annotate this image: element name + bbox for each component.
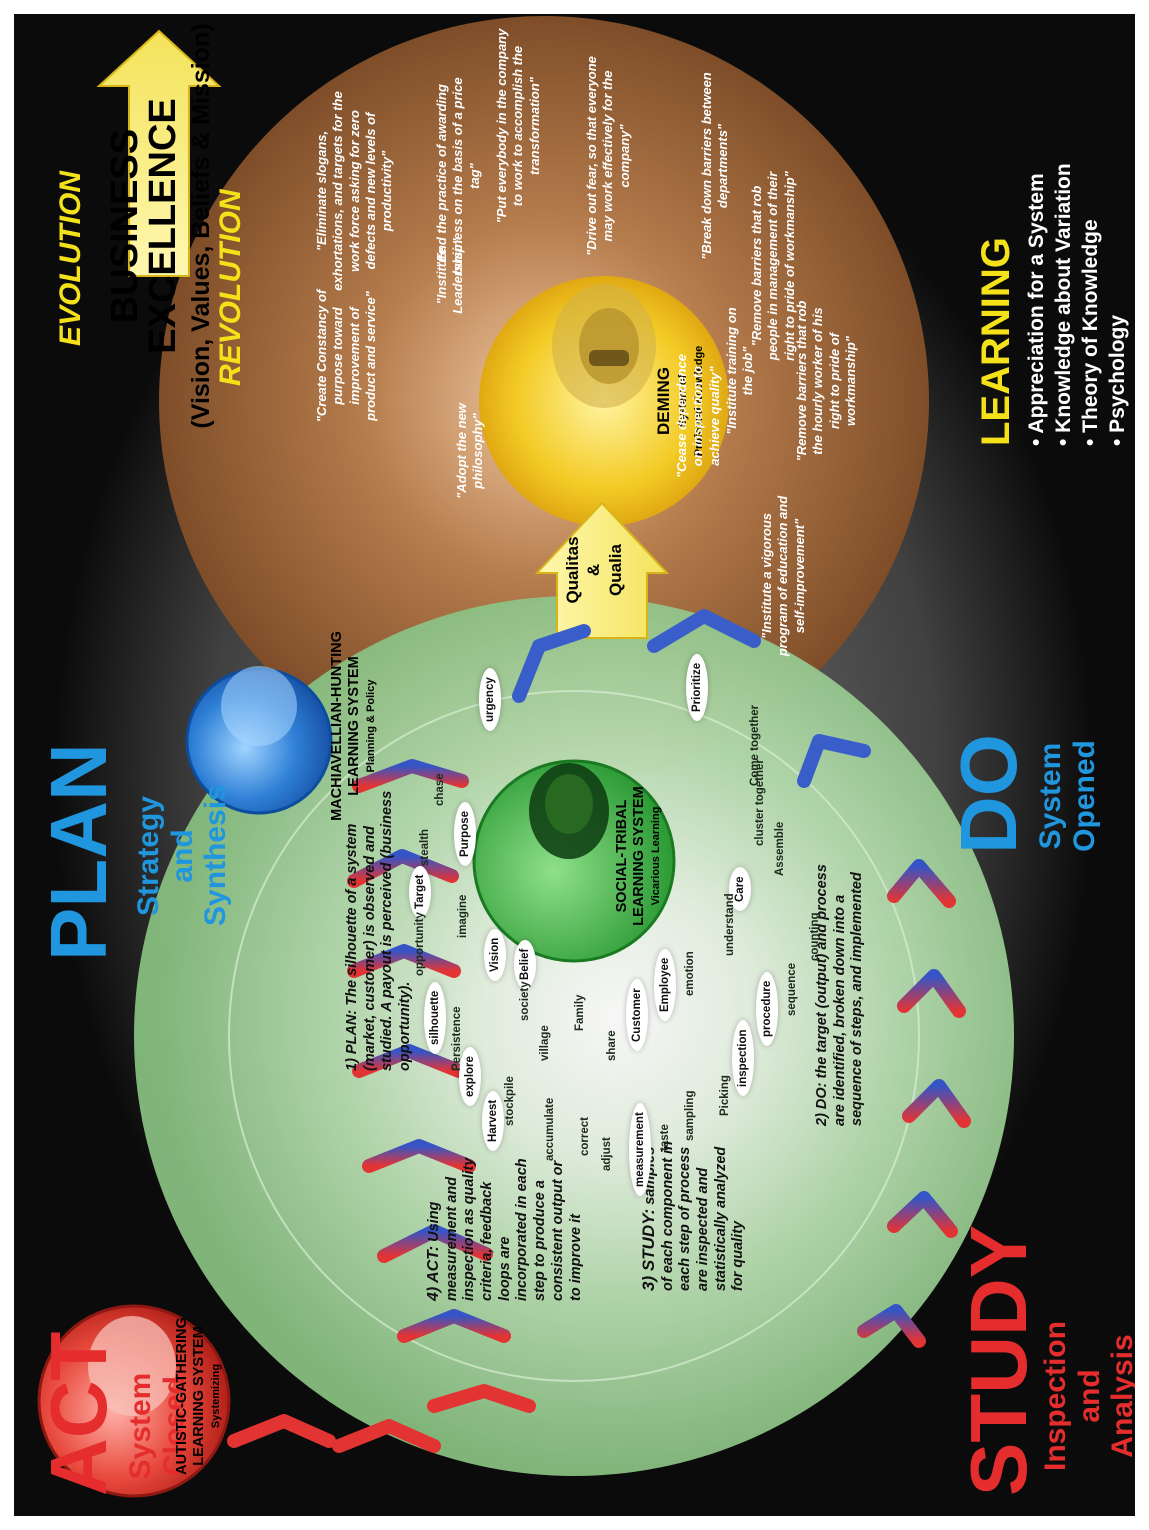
- plan-title: PLAN: [34, 743, 123, 961]
- learning-item: • Knowledge about Variation: [1051, 163, 1075, 446]
- word-village: village: [539, 1025, 551, 1061]
- do-title: DO: [944, 734, 1033, 854]
- pdsa-circle: [134, 596, 1014, 1476]
- quote: "Institute a vigorous program of educati…: [759, 495, 807, 657]
- quote: "Eliminate slogans, exhortations, and ta…: [314, 91, 394, 291]
- qualitas-label: Qualitas&Qualia: [563, 536, 625, 604]
- business-title: BUSINESS EXCELLENCE: [104, 98, 184, 354]
- quote: "Create Constancy of purpose toward impr…: [314, 289, 378, 423]
- word-come-together: Come together: [749, 704, 761, 786]
- learning-item: • Appreciation for a System: [1025, 173, 1048, 446]
- evolution-label: EVOLUTION: [54, 170, 87, 346]
- pill-prioritize: Prioritize: [686, 653, 708, 721]
- word-persistence: Persistence: [451, 1006, 463, 1071]
- pill-inspection: inspection: [732, 1020, 754, 1096]
- social-title: SOCIAL-TRIBAL LEARNING SYSTEM Vicarious …: [614, 786, 663, 926]
- word-chase: chase: [434, 773, 446, 806]
- quote: "Break down barriers between departments…: [699, 72, 731, 260]
- business-arrow: [96, 29, 222, 277]
- quote: "End the practice of awarding business o…: [434, 77, 482, 275]
- pill-urgency: urgency: [479, 668, 501, 731]
- autistic-title: AUTISTIC-GATHERING LEARNING SYSTEM Syste…: [174, 1317, 223, 1475]
- word-imagine: imagine: [457, 894, 469, 938]
- word-emotion: emotion: [684, 951, 696, 996]
- word-accumulate: accumulate: [544, 1097, 556, 1161]
- cycle-arrows: [227, 609, 971, 1453]
- pill-procedure: procedure: [756, 971, 778, 1046]
- cycle-do-text: 2) DO: the target (output) and process a…: [814, 864, 866, 1126]
- business-subtitle: (Vision, Values, Beliefs & Mission): [187, 23, 215, 429]
- pill-purpose: Purpose: [454, 801, 476, 866]
- word-picking: Picking: [719, 1075, 731, 1116]
- quote: "Remove barriers that rob the hourly wor…: [794, 300, 858, 462]
- pill-employee: Employee: [654, 948, 676, 1021]
- study-title: STUDY: [954, 1224, 1043, 1496]
- word-society: society: [519, 981, 531, 1021]
- pill-target: Target: [409, 865, 431, 918]
- word-taste: taste: [659, 1124, 671, 1151]
- word-sequence: sequence: [786, 962, 798, 1016]
- learning-list: • Appreciation for a System • Knowledge …: [1024, 163, 1132, 446]
- learning-title: LEARNING: [974, 237, 1018, 446]
- pill-harvest: Harvest: [482, 1090, 504, 1151]
- word-stockpile: stockpile: [504, 1076, 516, 1126]
- quote: "Institute training on the job": [724, 307, 756, 435]
- pill-customer: Customer: [626, 979, 648, 1051]
- learning-item: • Theory of Knowledge: [1078, 219, 1102, 446]
- word-family: Family: [574, 994, 586, 1031]
- word-stealth: stealth: [419, 828, 431, 866]
- quote: "Drive out fear, so that everyone may wo…: [584, 56, 632, 256]
- word-opportunity: opportunity: [414, 912, 426, 976]
- word-understand: understand: [724, 893, 736, 956]
- business-excellence: BUSINESS EXCELLENCE (Vision, Values, Bel…: [104, 16, 216, 436]
- pill-measurement: measurement: [629, 1103, 651, 1196]
- act-title: ACT: [34, 1331, 123, 1496]
- learning-item: • Psychology: [1105, 314, 1129, 446]
- word-counting: counting: [809, 912, 821, 961]
- cycle-plan-text: 1) PLAN: The silhouette of a system (mar…: [344, 790, 414, 1071]
- social-circle: [472, 759, 676, 963]
- cycle-act-text: 4) ACT: Using measurement and inspection…: [425, 1157, 584, 1301]
- quote: "Cease dependence on inspection to achie…: [674, 354, 722, 478]
- pill-vision: Vision: [484, 928, 506, 981]
- diagram-graphics: [37, 16, 1094, 1498]
- quote: "Put everybody in the company to work to…: [494, 28, 542, 224]
- deming-portrait: [552, 284, 656, 408]
- revolution-label: REVOLUTION: [214, 189, 247, 386]
- qualitas-arrow: [534, 501, 670, 639]
- pill-silhouette: silhouette: [424, 981, 446, 1054]
- word-sampling: sampling: [684, 1090, 696, 1141]
- cycle-study-text: 3) STUDY: samples of each component in e…: [639, 1141, 747, 1291]
- word-correct: correct: [579, 1117, 591, 1156]
- word-adjust: adjust: [601, 1137, 613, 1171]
- word-share: share: [606, 1030, 618, 1061]
- quote: "Adopt the new philosophy": [454, 403, 486, 499]
- word-assemble: Assemble: [774, 821, 786, 876]
